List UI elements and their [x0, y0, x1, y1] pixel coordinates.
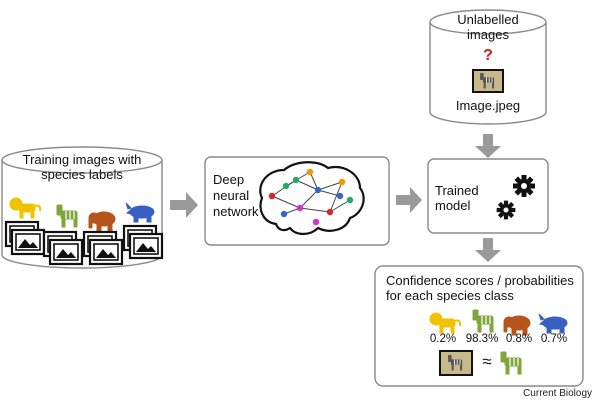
model-label: Trained model — [435, 183, 479, 213]
training-photo-stack-1 — [4, 220, 46, 256]
training-photo-stack-3 — [82, 230, 124, 266]
training-photo-stack-2 — [42, 230, 84, 266]
score-zebra: 98.3% — [465, 333, 499, 345]
output-title: Confidence scores / probabilities for ea… — [386, 273, 574, 303]
arrow-network-to-model — [396, 187, 422, 213]
gear-icon-small — [496, 200, 516, 220]
approx-symbol: ≈ — [482, 352, 492, 371]
score-elephant: 0.8% — [505, 333, 533, 345]
question-mark: ? — [483, 47, 493, 64]
arrow-model-to-output — [475, 238, 501, 262]
brain-network-icon — [259, 161, 365, 236]
file-name: Image.jpeg — [455, 98, 521, 113]
credit-text: Current Biology — [523, 388, 592, 399]
network-label: Deep neural network — [213, 172, 259, 219]
unlabelled-title: Unlabelled images — [457, 12, 519, 42]
score-lion: 0.2% — [429, 333, 457, 345]
arrow-training-to-network — [170, 192, 198, 218]
arrow-unlabelled-to-model — [475, 134, 501, 158]
training-photo-stack-4 — [122, 224, 164, 260]
gear-icon — [513, 175, 535, 197]
score-rhino: 0.7% — [540, 333, 568, 345]
output-image-thumbnail — [439, 350, 473, 376]
training-title: Training images with species labels — [22, 152, 142, 182]
unlabelled-image-thumbnail — [472, 69, 504, 93]
